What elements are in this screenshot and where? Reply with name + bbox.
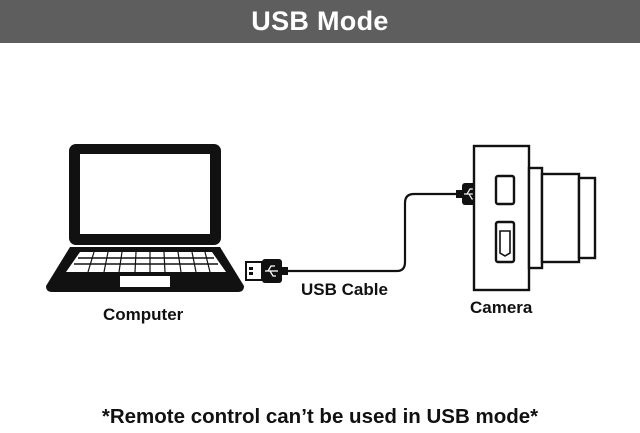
usb-plug-icon xyxy=(245,259,288,283)
title-bar: USB Mode xyxy=(0,0,640,43)
computer-label: Computer xyxy=(103,305,184,324)
laptop-icon xyxy=(46,144,244,292)
page-title: USB Mode xyxy=(251,6,389,36)
footnote: *Remote control can’t be used in USB mod… xyxy=(101,405,539,428)
camera-label: Camera xyxy=(470,298,533,317)
camera-icon xyxy=(472,144,597,292)
usb-cable-label: USB Cable xyxy=(301,280,388,299)
usb-cable-icon xyxy=(288,192,456,273)
